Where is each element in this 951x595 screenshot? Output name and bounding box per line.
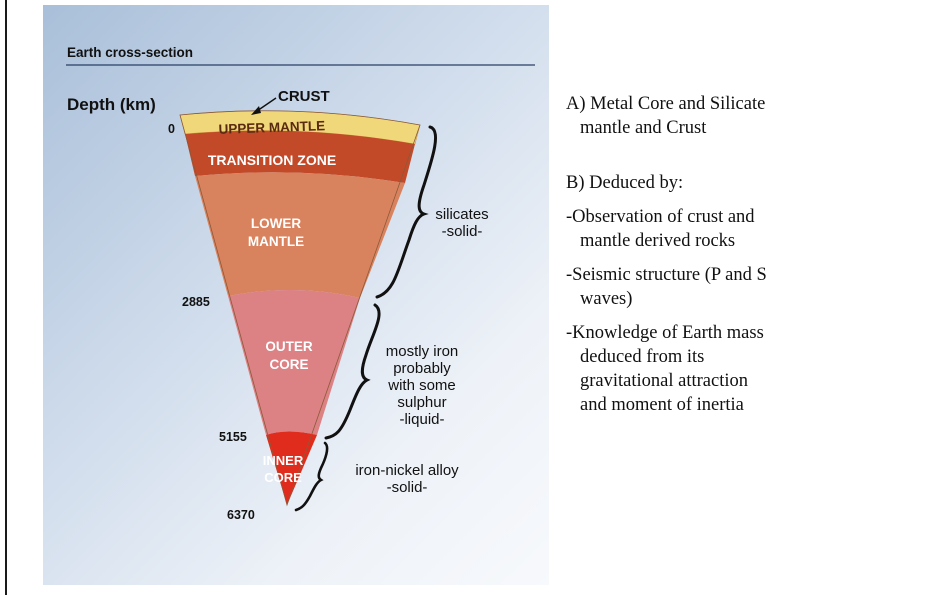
depth-5155: 5155 — [219, 430, 247, 444]
depth-axis-label: Depth (km) — [67, 95, 156, 114]
note-b-heading-text: B) Deduced by: — [566, 173, 683, 193]
annotation-alloy-2: -solid- — [387, 479, 428, 496]
label-crust: CRUST — [278, 88, 330, 105]
figure-title: Earth cross-section — [67, 45, 193, 60]
note-b-item2-line2: waves) — [580, 289, 632, 309]
layer-inner-core — [266, 432, 317, 506]
depth-0: 0 — [168, 122, 175, 136]
note-b-item3-line2: deduced from its — [580, 347, 704, 367]
note-b-item1-line2: mantle derived rocks — [580, 231, 735, 251]
annotation-iron-3: with some — [387, 377, 456, 394]
note-b-item3: -Knowledge of Earth mass deduced from it… — [566, 321, 896, 417]
note-a: A) Metal Core and Silicate mantle and Cr… — [566, 92, 896, 140]
label-transition-zone: TRANSITION ZONE — [208, 152, 336, 168]
annotation-iron-5: -liquid- — [399, 411, 444, 428]
note-a-line1: A) Metal Core and Silicate — [566, 94, 765, 114]
note-b-item3-line3: gravitational attraction — [580, 371, 748, 391]
note-b-item3-line1: -Knowledge of Earth mass — [566, 323, 764, 343]
label-outer-core-1: OUTER — [265, 339, 313, 354]
depth-2885: 2885 — [182, 295, 210, 309]
depth-6370: 6370 — [227, 508, 255, 522]
note-b-item3-line4: and moment of inertia — [580, 395, 744, 415]
annotation-alloy-1: iron-nickel alloy — [355, 462, 459, 479]
annotation-iron-2: probably — [393, 360, 451, 377]
notes-text: A) Metal Core and Silicate mantle and Cr… — [566, 92, 896, 417]
label-inner-core-2: CORE — [264, 470, 302, 485]
note-b-item2-line1: -Seismic structure (P and S — [566, 265, 767, 285]
label-lower-mantle-1: LOWER — [251, 216, 301, 231]
annotation-iron-1: mostly iron — [386, 343, 459, 360]
label-lower-mantle-2: MANTLE — [248, 234, 304, 249]
note-b-item1: -Observation of crust and mantle derived… — [566, 205, 896, 253]
annotation-silicates-1: silicates — [435, 206, 488, 223]
note-b-item2: -Seismic structure (P and S waves) — [566, 263, 896, 311]
note-a-line2: mantle and Crust — [580, 118, 706, 138]
label-outer-core-2: CORE — [269, 357, 308, 372]
annotation-iron-4: sulphur — [397, 394, 446, 411]
note-b-heading: B) Deduced by: — [566, 171, 896, 195]
label-inner-core-1: INNER — [263, 453, 304, 468]
note-b-item1-line1: -Observation of crust and — [566, 207, 755, 227]
annotation-silicates-2: -solid- — [442, 223, 483, 240]
